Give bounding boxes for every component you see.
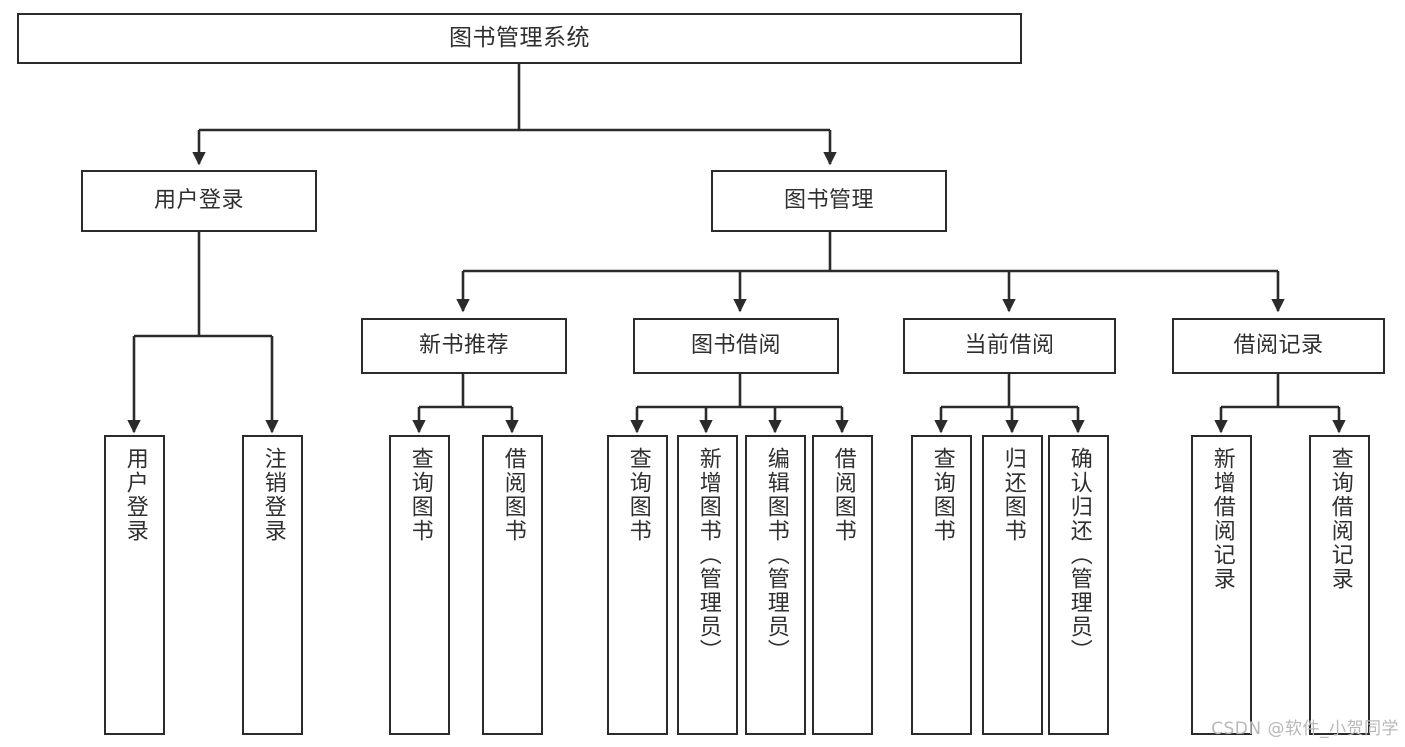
leaf-current-borrow-confirm-return-admin[interactable]: 确认归还（管理员） [1048,435,1109,735]
leaf-borrow-record-query-record[interactable]: 查询借阅记录 [1309,435,1370,735]
leaf-book-borrow-borrow-book[interactable]: 借阅图书 [812,435,873,735]
node-label: 查询图书 [625,447,651,543]
leaf-user-login-login[interactable]: 用户登录 [104,435,165,735]
node-label: 新增图书（管理员） [695,447,721,663]
node-label: 图书管理 [783,187,874,213]
leaf-borrow-record-add-record[interactable]: 新增借阅记录 [1191,435,1252,735]
leaf-current-borrow-query-book[interactable]: 查询图书 [911,435,972,735]
node-root-book-management-system[interactable]: 图书管理系统 [17,13,1022,64]
leaf-book-borrow-query-book[interactable]: 查询图书 [607,435,668,735]
node-user-login[interactable]: 用户登录 [81,170,317,232]
node-label: 确认归还（管理员） [1066,447,1092,663]
node-book-management[interactable]: 图书管理 [711,170,947,232]
node-label: 编辑图书（管理员） [763,447,789,663]
leaf-book-borrow-add-book-admin[interactable]: 新增图书（管理员） [677,435,738,735]
node-new-book-recommend[interactable]: 新书推荐 [361,318,567,374]
node-book-borrow[interactable]: 图书借阅 [633,318,839,374]
node-label: 查询图书 [407,447,433,543]
node-label: 注销登录 [260,447,286,543]
node-label: 图书管理系统 [449,24,590,51]
node-label: 新书推荐 [418,332,509,358]
leaf-current-borrow-return-book[interactable]: 归还图书 [982,435,1043,735]
node-borrow-record[interactable]: 借阅记录 [1172,318,1385,374]
node-label: 当前借阅 [964,332,1055,358]
leaf-new-book-query-book[interactable]: 查询图书 [389,435,450,735]
node-label: 用户登录 [122,447,148,543]
node-label: 图书借阅 [690,332,781,358]
node-label: 查询借阅记录 [1327,447,1353,591]
leaf-user-login-logout[interactable]: 注销登录 [242,435,303,735]
watermark-text: CSDN @软件_小贺同学 [1211,719,1399,739]
node-label: 借阅记录 [1233,332,1324,358]
node-label: 借阅图书 [830,447,856,543]
node-label: 用户登录 [153,187,244,213]
leaf-book-borrow-edit-book-admin[interactable]: 编辑图书（管理员） [745,435,806,735]
node-label: 查询图书 [929,447,955,543]
leaf-new-book-borrow-book[interactable]: 借阅图书 [482,435,543,735]
node-label: 借阅图书 [500,447,526,543]
node-current-borrow[interactable]: 当前借阅 [903,318,1116,374]
node-label: 归还图书 [1000,447,1026,543]
node-label: 新增借阅记录 [1209,447,1235,591]
